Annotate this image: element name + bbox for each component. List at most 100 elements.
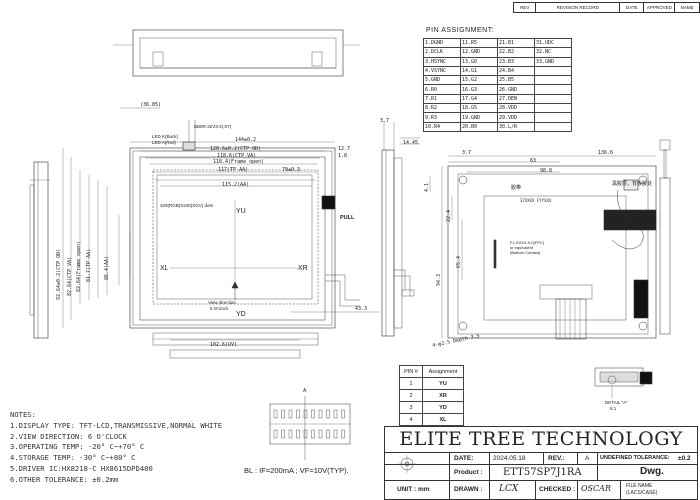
route-detail — [269, 396, 351, 460]
pin-assignment-cell: 25.B5 — [497, 75, 535, 86]
pin-assignment-cell: 15.G2 — [460, 75, 498, 86]
fpc-pad — [341, 409, 345, 419]
pull-label: PULL — [340, 215, 355, 221]
tolerance-label: UNDEFINED TOLERANCE: — [600, 455, 670, 461]
fpc-pad — [311, 409, 315, 419]
date-header: DATE — [618, 2, 645, 13]
pin-assignment-cell — [534, 103, 572, 114]
pin-assignment-cell: 7.R1 — [423, 93, 461, 105]
pin-assignment-cell: 16.G3 — [460, 84, 498, 95]
drawn-label: DRAWN : — [454, 486, 483, 493]
fpc-pad — [288, 409, 293, 419]
notes-title: NOTES: — [10, 410, 36, 419]
pin-assignment-cell: 3.HSYNC — [423, 56, 461, 67]
signature-row: UNIT : mm DRAWN : LCX CHECKED : OSCAR FI… — [385, 480, 697, 499]
revision-record-header: REVISION RECORD — [535, 2, 620, 13]
fpc-pad — [341, 429, 345, 439]
dim-1448: 144±0.2 — [235, 137, 257, 143]
note-item: 2.VIEW DIRECTION: 6 O'CLOCK — [10, 431, 127, 441]
front-view — [62, 107, 380, 359]
fpc-pad — [311, 429, 315, 439]
rev-header: REV — [512, 2, 537, 13]
view-direction-label: View direction — [208, 300, 236, 305]
pin-number: 2 — [399, 389, 423, 402]
pin-assignment-cell: 5.GND — [423, 75, 461, 86]
pin-assignment-cell: 8.R2 — [423, 103, 461, 114]
pin-assignment-cell: 17.G4 — [460, 93, 498, 105]
fpc-pad — [296, 429, 300, 439]
pin-assignment-cell: 23.B3 — [497, 56, 535, 67]
fpc-pad — [273, 409, 278, 419]
divider — [535, 480, 536, 499]
fpc-pad — [281, 409, 285, 419]
pin-assignment-cell: 9.R3 — [423, 112, 461, 123]
pin-assignment-cell: 1.DGND — [423, 37, 461, 49]
unit-label: UNIT : mm — [397, 486, 430, 493]
pin-assignment-cell: 29.VDD — [497, 112, 535, 123]
pin-assignment: XR — [422, 389, 464, 402]
route-marker: A — [303, 388, 307, 394]
dim-1286: 128.6±0.2(CTP OD) — [210, 146, 262, 152]
dim-1026: 102.6(UV) — [210, 342, 238, 348]
pin-number: 4 — [399, 413, 423, 426]
divider — [449, 452, 450, 488]
pin-assignment-cell — [534, 121, 572, 132]
pin-assignment-cell: 10.R4 — [423, 121, 461, 132]
left-side-profile — [29, 161, 50, 339]
divider — [489, 452, 490, 464]
dim-127: 12.7 — [338, 146, 351, 152]
drawn-value: LCX — [499, 484, 519, 494]
dim-1152: 115.2(AA) — [222, 182, 250, 188]
dim-117: 117(TP AA) — [218, 167, 249, 173]
dim-v8264b: 82.64(Frame open) — [76, 240, 82, 292]
product-row: Product : ETT57SP7J1RA Dwg. — [385, 464, 697, 481]
note-item: 3.OPERATING TEMP: -20° C~+70° C — [10, 442, 145, 452]
resolution-label: 320(RGB)X240(XGV) dots — [160, 203, 214, 208]
fpc-pad — [318, 429, 323, 439]
xr-label: XR — [298, 265, 308, 272]
right-side-profile — [381, 122, 420, 337]
pin-assignment-cell: 4.VSYNC — [423, 65, 461, 77]
dim-v817: 81.7(TP AA) — [86, 248, 92, 282]
fpc-pad — [296, 409, 300, 419]
pin-assignment-cell: 18.G5 — [460, 103, 498, 114]
dim-433: 43.3 — [355, 306, 368, 312]
fpc-pad — [326, 409, 330, 419]
dim-v864: 86.4(AA) — [104, 255, 110, 280]
detail-a-scale: 5:1 — [610, 406, 617, 411]
tolerance-value: ±0.2 — [678, 455, 691, 462]
six-oclock-label: 6 O'clock — [210, 306, 229, 311]
note-item: 4.STORAGE TEMP: -30° C~+80° C — [10, 453, 136, 463]
revision-table: REV REVISION RECORD DATE APPROVED NAME — [512, 2, 700, 13]
dwg-label: Dwg. — [640, 466, 664, 477]
checked-value: OSCAR — [581, 484, 611, 493]
dim-1184: 118.4(Frame open) — [213, 159, 265, 165]
fpc-pad — [333, 429, 338, 439]
pin-assignment-cell: 21.B1 — [497, 37, 535, 49]
dim-1186: 118.6(CTP VA) — [217, 153, 257, 159]
divider — [489, 464, 490, 480]
pin-assignment: YU — [422, 377, 464, 390]
back-dim-63: 63 — [530, 158, 537, 164]
pin-assignment-cell: 32.NC — [534, 47, 572, 58]
divider — [577, 452, 578, 464]
divider — [449, 480, 450, 499]
dim-18: 1.8 — [338, 153, 348, 159]
product-value: ETT57SP7J1RA — [503, 467, 582, 478]
dim-v8264: 82.64(CTP VA) — [67, 256, 73, 296]
backlight-spec: BL : IF=200mA ; VF=10V(TYP). — [244, 466, 349, 475]
pin-assignment-cell — [534, 75, 572, 86]
fpc-pad — [303, 429, 308, 439]
pin-assignment: XL — [422, 413, 464, 426]
date-value: 2024.05.18 — [493, 455, 526, 462]
